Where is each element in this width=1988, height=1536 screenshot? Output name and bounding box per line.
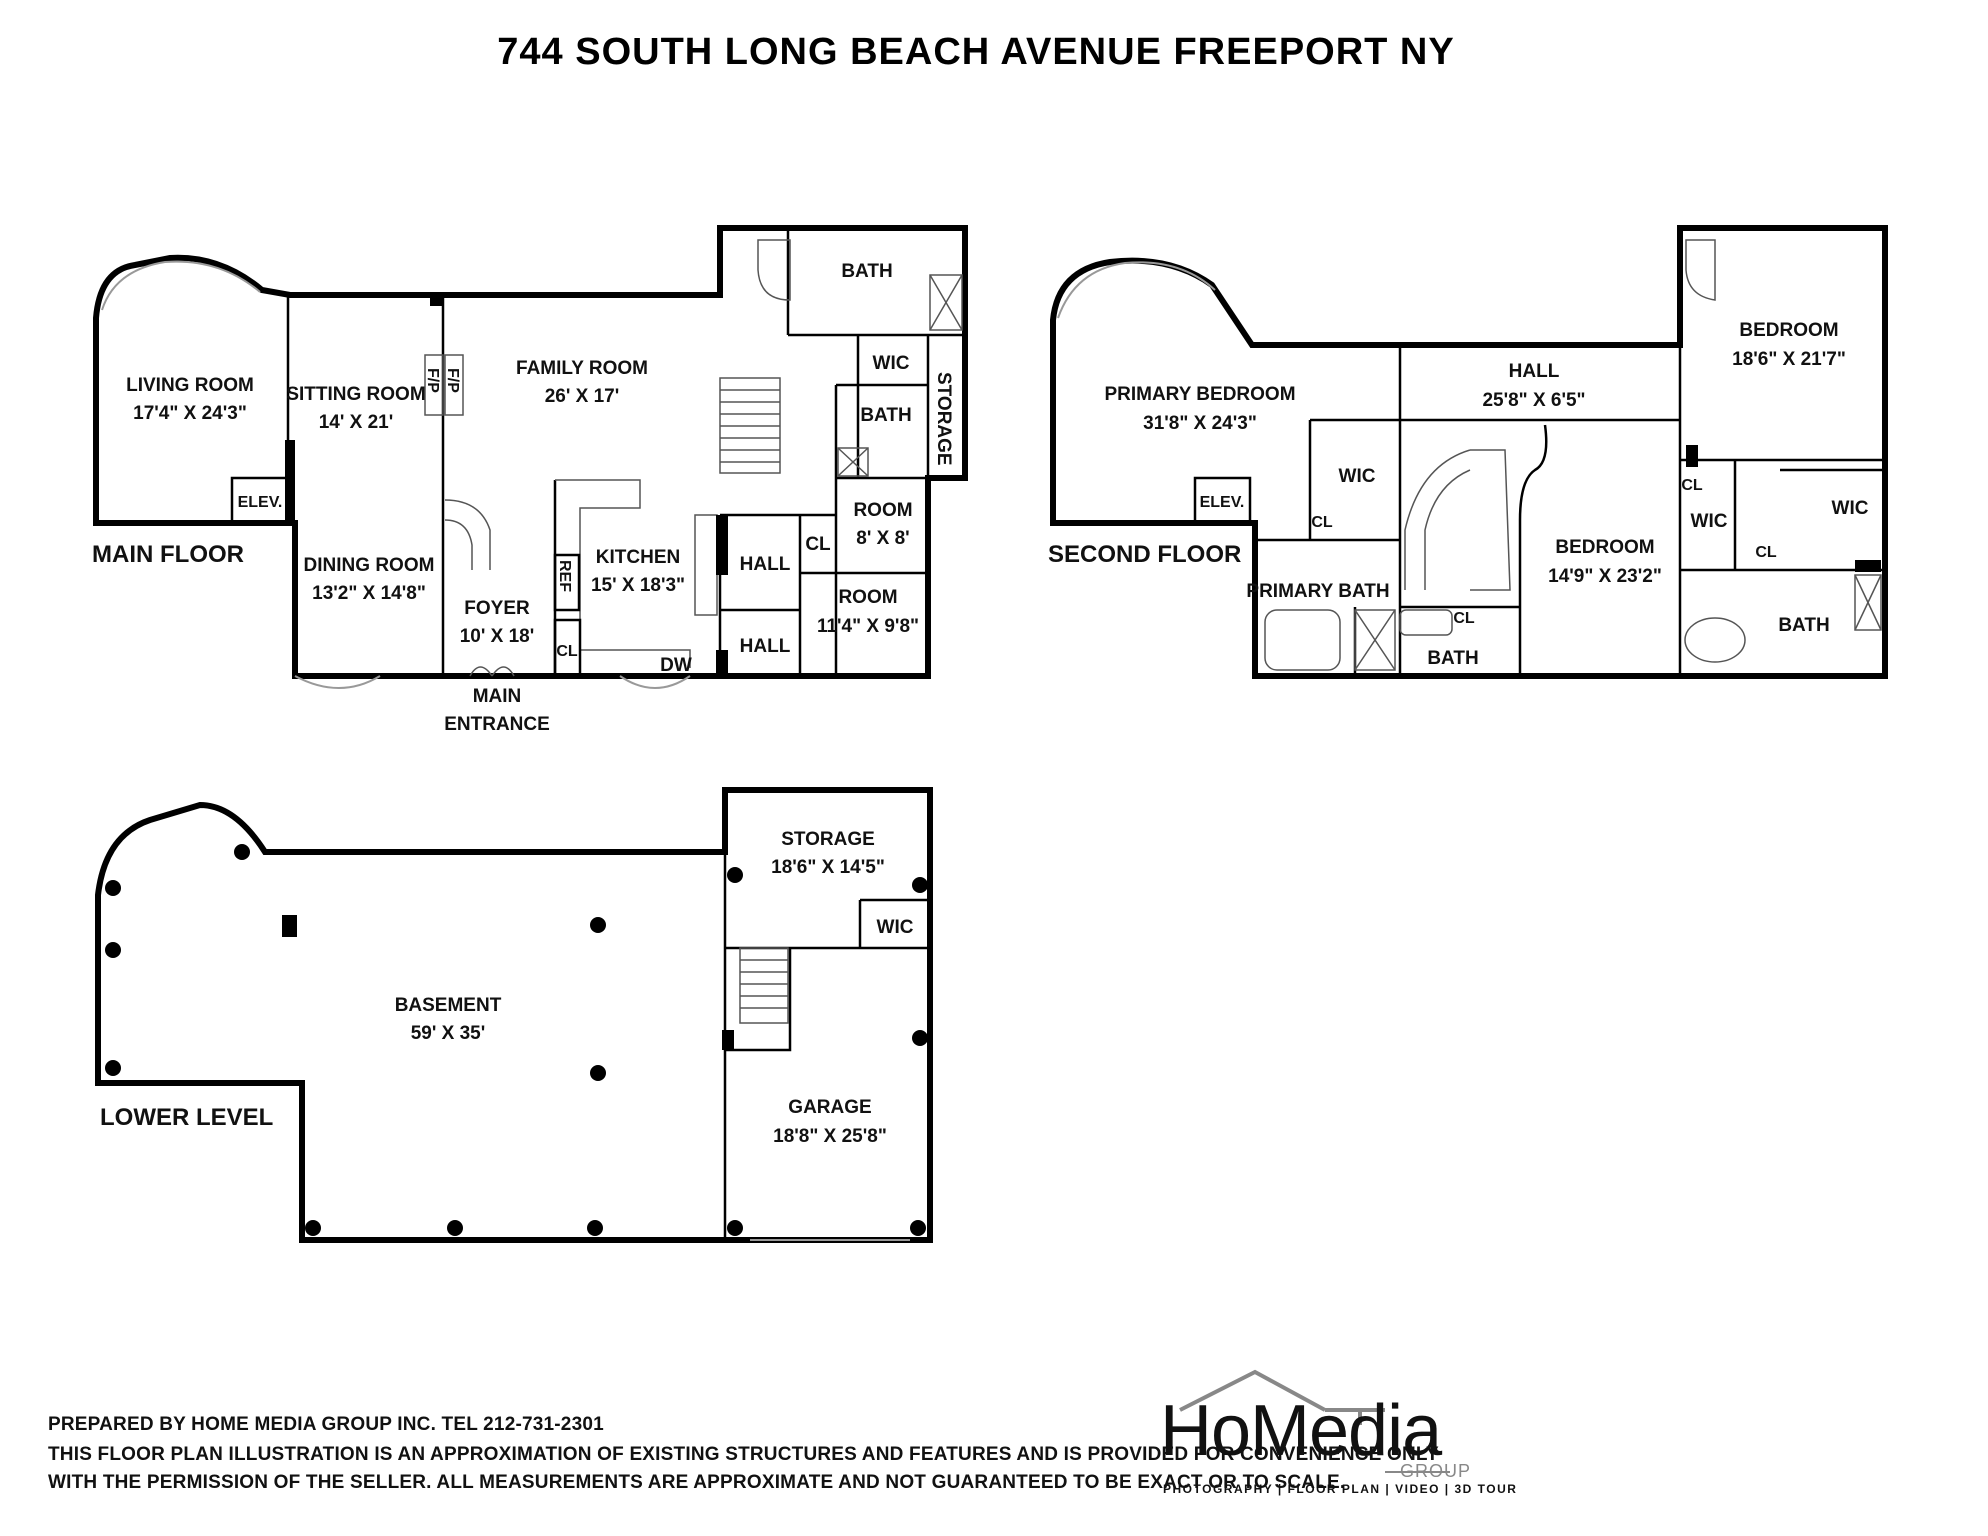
family-room-size: 26' X 17' bbox=[545, 386, 620, 407]
basement-size: 59' X 35' bbox=[411, 1023, 486, 1044]
bath-label-1: BATH bbox=[1427, 648, 1478, 669]
primary-bedroom-name: PRIMARY BEDROOM bbox=[1104, 384, 1295, 405]
living-room-name: LIVING ROOM bbox=[126, 375, 254, 396]
bath-top-label: BATH bbox=[841, 261, 892, 282]
fireplace-label-2: F/P bbox=[444, 368, 461, 393]
support-columns bbox=[105, 844, 928, 1236]
primary-bedroom-size: 31'8" X 24'3" bbox=[1143, 413, 1257, 434]
room-b-name: ROOM bbox=[838, 587, 897, 608]
wic-label-2: WIC bbox=[1691, 511, 1728, 532]
main-floor-label: MAIN FLOOR bbox=[92, 541, 244, 568]
room-a-size: 8' X 8' bbox=[856, 528, 909, 549]
bedroom-a-name: BEDROOM bbox=[1739, 320, 1838, 341]
logo-group-text: GROUP bbox=[1400, 1461, 1472, 1481]
footer-disclaimer-2: WITH THE PERMISSION OF THE SELLER. ALL M… bbox=[48, 1472, 1346, 1493]
foyer-name: FOYER bbox=[464, 598, 530, 619]
logo-wordmark: HoMedia bbox=[1160, 1391, 1442, 1471]
second-floor-label: SECOND FLOOR bbox=[1048, 541, 1241, 568]
lower-level-plan: BASEMENT 59' X 35' STORAGE 18'6" X 14'5"… bbox=[95, 787, 933, 1243]
kitchen-size: 15' X 18'3" bbox=[591, 575, 685, 596]
closet-label-1: CL bbox=[805, 534, 831, 555]
footer-prepared-by: PREPARED BY HOME MEDIA GROUP INC. TEL 21… bbox=[48, 1414, 604, 1435]
main-entrance-label-2: ENTRANCE bbox=[444, 714, 550, 735]
garage-size: 18'8" X 25'8" bbox=[773, 1126, 887, 1147]
dining-room-size: 13'2" X 14'8" bbox=[312, 583, 426, 604]
sitting-room-name: SITTING ROOM bbox=[286, 384, 425, 405]
closet-label-2: CL bbox=[1453, 610, 1475, 627]
elevator-label: ELEV. bbox=[1200, 494, 1245, 511]
closet-label-4: CL bbox=[1755, 544, 1777, 561]
lower-level-label: LOWER LEVEL bbox=[100, 1104, 273, 1131]
bedroom-b-name: BEDROOM bbox=[1555, 537, 1654, 558]
footer-disclaimer-1: THIS FLOOR PLAN ILLUSTRATION IS AN APPRO… bbox=[48, 1444, 1439, 1465]
dishwasher-label: DW bbox=[660, 655, 692, 676]
living-room-size: 17'4" X 24'3" bbox=[133, 403, 247, 424]
closet-label-1: CL bbox=[1311, 514, 1333, 531]
main-floor-plan: LIVING ROOM 17'4" X 24'3" SITTING ROOM 1… bbox=[92, 225, 968, 735]
second-floor-plan: PRIMARY BEDROOM 31'8" X 24'3" HALL 25'8"… bbox=[1048, 225, 1888, 679]
bath-mid-label: BATH bbox=[860, 405, 911, 426]
elevator-label: ELEV. bbox=[238, 494, 283, 511]
wic-label: WIC bbox=[877, 917, 914, 938]
storage-name: STORAGE bbox=[781, 829, 875, 850]
hall-size: 25'8" X 6'5" bbox=[1482, 390, 1585, 411]
wic-label-3: WIC bbox=[1832, 498, 1869, 519]
room-a-name: ROOM bbox=[853, 500, 912, 521]
bedroom-b-size: 14'9" X 23'2" bbox=[1548, 566, 1662, 587]
storage-label: STORAGE bbox=[933, 372, 954, 466]
main-entrance-label-1: MAIN bbox=[473, 686, 522, 707]
ref-label: REF bbox=[556, 560, 573, 592]
fireplace-label-1: F/P bbox=[424, 368, 441, 393]
primary-bath-label: PRIMARY BATH bbox=[1246, 581, 1389, 602]
hall-label-2: HALL bbox=[740, 636, 791, 657]
room-b-size: 11'4" X 9'8" bbox=[817, 616, 919, 637]
hall-label-1: HALL bbox=[740, 554, 791, 575]
bath-label-2: BATH bbox=[1778, 615, 1829, 636]
closet-label-3: CL bbox=[1681, 477, 1703, 494]
logo-house-icon bbox=[1179, 1369, 1385, 1425]
wic-label-1: WIC bbox=[1339, 466, 1376, 487]
hall-name: HALL bbox=[1509, 361, 1560, 382]
logo-tagline: PHOTOGRAPHY | FLOOR PLAN | VIDEO | 3D TO… bbox=[1163, 1482, 1518, 1496]
page-title: 744 SOUTH LONG BEACH AVENUE FREEPORT NY bbox=[497, 31, 1454, 73]
garage-name: GARAGE bbox=[788, 1097, 871, 1118]
storage-size: 18'6" X 14'5" bbox=[771, 857, 885, 878]
kitchen-name: KITCHEN bbox=[596, 547, 680, 568]
basement-name: BASEMENT bbox=[395, 995, 502, 1016]
bedroom-a-size: 18'6" X 21'7" bbox=[1732, 349, 1846, 370]
family-room-name: FAMILY ROOM bbox=[516, 358, 648, 379]
closet-label-2: CL bbox=[556, 643, 578, 660]
wic-label: WIC bbox=[873, 353, 910, 374]
dining-room-name: DINING ROOM bbox=[304, 555, 435, 576]
foyer-size: 10' X 18' bbox=[460, 626, 535, 647]
sitting-room-size: 14' X 21' bbox=[319, 412, 394, 433]
